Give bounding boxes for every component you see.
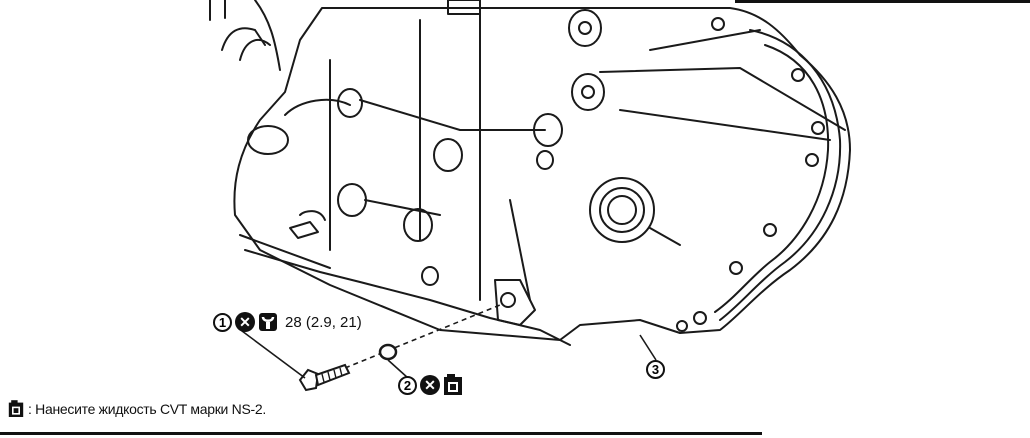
- leader-1: [237, 327, 306, 379]
- housing-outline: [233, 7, 851, 341]
- torque-wrench-icon: [259, 313, 277, 331]
- torque-value: 28 (2.9, 21): [285, 313, 362, 331]
- oil-pan-line: [244, 249, 571, 346]
- legend: : Нанесите жидкость CVT марки NS-2.: [8, 400, 266, 418]
- fluid-can-icon: [444, 374, 462, 395]
- callout-1: 1 ✕ 28 (2.9, 21): [213, 312, 362, 332]
- bolt-dashed-path: [344, 304, 501, 369]
- seal-bore: [589, 177, 655, 243]
- callout-2: 2 ✕: [398, 374, 463, 396]
- flange: [719, 29, 842, 321]
- leader-2: [387, 359, 409, 379]
- callout-3: 3: [646, 360, 665, 379]
- x-in-circle-icon: ✕: [420, 375, 440, 395]
- leader-3: [639, 334, 657, 361]
- top-rule: [735, 0, 1030, 3]
- fluid-can-icon: [8, 400, 24, 417]
- bottom-rule: [0, 432, 762, 435]
- callout-number-1: 1: [213, 312, 232, 332]
- gasket-ring: [378, 343, 398, 361]
- boss-group: [247, 9, 605, 286]
- callout-number-2: 2: [398, 375, 417, 395]
- x-in-circle-icon: ✕: [235, 312, 255, 332]
- callout-number-3: 3: [646, 360, 665, 379]
- legend-text: : Нанесите жидкость CVT марки NS-2.: [28, 401, 266, 417]
- drain-bolt: [298, 363, 351, 392]
